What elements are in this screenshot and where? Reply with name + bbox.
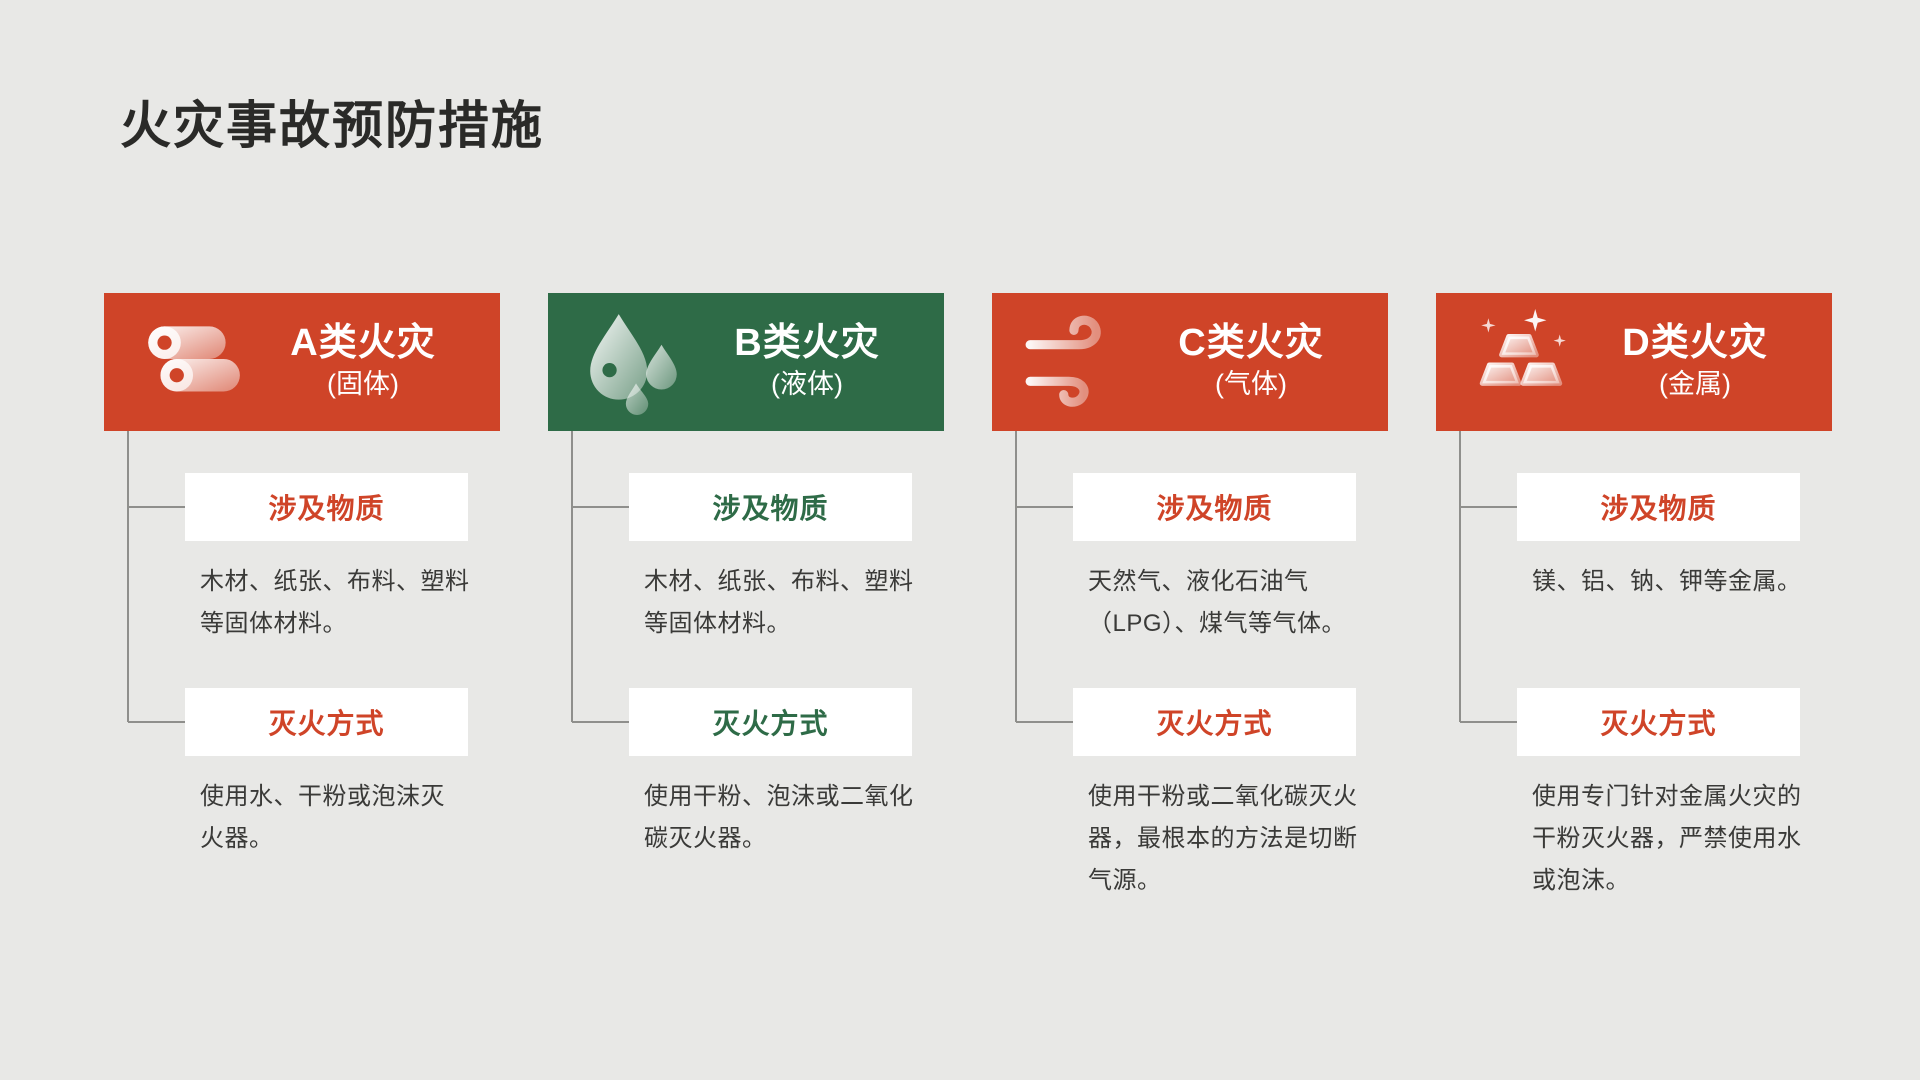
section-label: 涉及物质 [1156,493,1273,524]
connector-stub [1016,721,1074,723]
fire-class-cards: A类火灾 (固体) 涉及物质 木材、纸张、布料、塑料 等固体材料。 灭火方式 使… [104,293,1832,931]
card-header: A类火灾 (固体) [104,293,500,431]
card-class-a: A类火灾 (固体) 涉及物质 木材、纸张、布料、塑料 等固体材料。 灭火方式 使… [104,293,500,931]
connector-stub [128,721,186,723]
wind-icon [1018,306,1138,418]
section-text: 木材、纸张、布料、塑料 等固体材料。 [200,568,470,637]
section-label: 涉及物质 [712,493,829,524]
card-body: 涉及物质 镁、铝、钠、钾等金属。 灭火方式 使用专门针对金属火灾的 干粉灭火器，… [1436,431,1832,931]
water-drops-icon [574,306,694,418]
card-header-text: C类火灾 (气体) [1138,322,1388,401]
card-class-b: B类火灾 (液体) 涉及物质 木材、纸张、布料、塑料 等固体材料。 灭火方式 使… [548,293,944,931]
card-title: D类火灾 [1622,322,1768,365]
section-label-box: 灭火方式 [1073,688,1356,756]
section-text: 天然气、液化石油气 （LPG）、煤气等气体。 [1088,568,1347,637]
card-body: 涉及物质 天然气、液化石油气 （LPG）、煤气等气体。 灭火方式 使用干粉或二氧… [992,431,1388,931]
section-text: 使用干粉或二氧化碳灭火 器，最根本的方法是切断 气源。 [1088,783,1358,894]
section-label: 灭火方式 [268,708,385,739]
card-header-text: D类火灾 (金属) [1582,322,1832,401]
metal-ingots-icon [1462,306,1582,418]
connector-stub [572,721,630,723]
section-text: 使用专门针对金属火灾的 干粉灭火器，严禁使用水 或泡沫。 [1532,783,1802,894]
section-label-box: 涉及物质 [629,473,912,541]
card-title: C类火灾 [1178,322,1324,365]
card-header: C类火灾 (气体) [992,293,1388,431]
card-subtitle: (气体) [1215,368,1287,399]
section-text: 木材、纸张、布料、塑料 等固体材料。 [644,568,914,637]
section-label: 涉及物质 [1600,493,1717,524]
section-label-box: 灭火方式 [1517,688,1800,756]
connector-vline [1015,431,1017,722]
card-title: B类火灾 [734,322,880,365]
card-body: 涉及物质 木材、纸张、布料、塑料 等固体材料。 灭火方式 使用水、干粉或泡沫灭 … [104,431,500,931]
card-subtitle: (固体) [327,368,399,399]
card-class-d: D类火灾 (金属) 涉及物质 镁、铝、钠、钾等金属。 灭火方式 使用专门针对金属… [1436,293,1832,931]
section-label: 灭火方式 [712,708,829,739]
section-label-box: 灭火方式 [185,688,468,756]
card-header: B类火灾 (液体) [548,293,944,431]
connector-vline [127,431,129,722]
section-label-box: 涉及物质 [185,473,468,541]
section-label: 涉及物质 [268,493,385,524]
connector-stub [1460,506,1518,508]
connector-stub [1016,506,1074,508]
connector-vline [1459,431,1461,722]
section-label-box: 涉及物质 [1517,473,1800,541]
card-title: A类火灾 [290,322,436,365]
card-header-text: B类火灾 (液体) [694,322,944,401]
page-title: 火灾事故预防措施 [120,97,545,154]
card-subtitle: (金属) [1659,368,1731,399]
connector-stub [128,506,186,508]
card-header-text: A类火灾 (固体) [250,322,500,401]
section-text: 使用水、干粉或泡沫灭 火器。 [200,783,445,852]
card-header: D类火灾 (金属) [1436,293,1832,431]
connector-stub [1460,721,1518,723]
connector-vline [571,431,573,722]
card-body: 涉及物质 木材、纸张、布料、塑料 等固体材料。 灭火方式 使用干粉、泡沫或二氧化… [548,431,944,931]
section-label: 灭火方式 [1156,708,1273,739]
section-label: 灭火方式 [1600,708,1717,739]
connector-stub [572,506,630,508]
card-subtitle: (液体) [771,368,843,399]
section-label-box: 灭火方式 [629,688,912,756]
logs-icon [130,306,250,418]
section-text: 镁、铝、钠、钾等金属。 [1532,568,1802,595]
section-text: 使用干粉、泡沫或二氧化 碳灭火器。 [644,783,914,852]
section-label-box: 涉及物质 [1073,473,1356,541]
card-class-c: C类火灾 (气体) 涉及物质 天然气、液化石油气 （LPG）、煤气等气体。 灭火… [992,293,1388,931]
